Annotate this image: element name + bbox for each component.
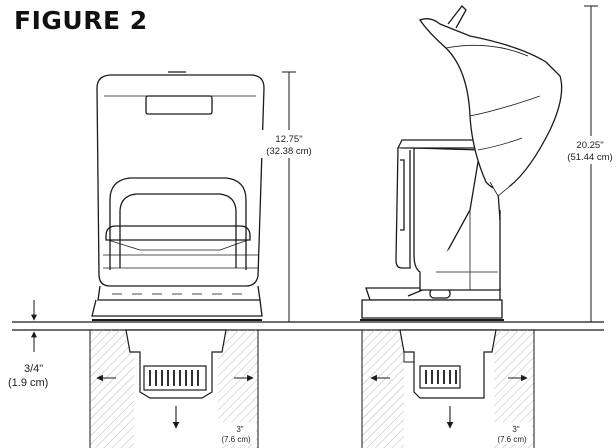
figure-title: FIGURE 2 xyxy=(14,6,148,35)
front-view-blender xyxy=(91,71,265,321)
side-clearance-inch-label: 3" xyxy=(512,425,519,434)
countertop-thickness-cm-label: (1.9 cm) xyxy=(8,377,48,389)
side-height-inch-label: 20.25" xyxy=(576,140,603,151)
front-airflow-arrows xyxy=(96,374,254,429)
front-height-inch-label: 12.75" xyxy=(275,134,302,145)
front-clearance-inch-label: 3" xyxy=(236,425,243,434)
countertop xyxy=(12,321,604,331)
side-under-counter-unit xyxy=(399,329,497,399)
side-clearance-cm-label: (7.6 cm) xyxy=(497,435,527,444)
front-height-cm-label: (32.38 cm) xyxy=(266,146,311,157)
front-clearance-cm-label: (7.6 cm) xyxy=(221,435,251,444)
side-view-blender xyxy=(360,5,563,321)
front-under-counter-unit xyxy=(125,329,227,399)
side-height-cm-label: (51.44 cm) xyxy=(567,152,612,163)
front-height-dimension-line xyxy=(282,71,296,323)
countertop-thickness-inch-label: 3/4" xyxy=(24,363,43,375)
side-airflow-arrows xyxy=(370,374,528,429)
